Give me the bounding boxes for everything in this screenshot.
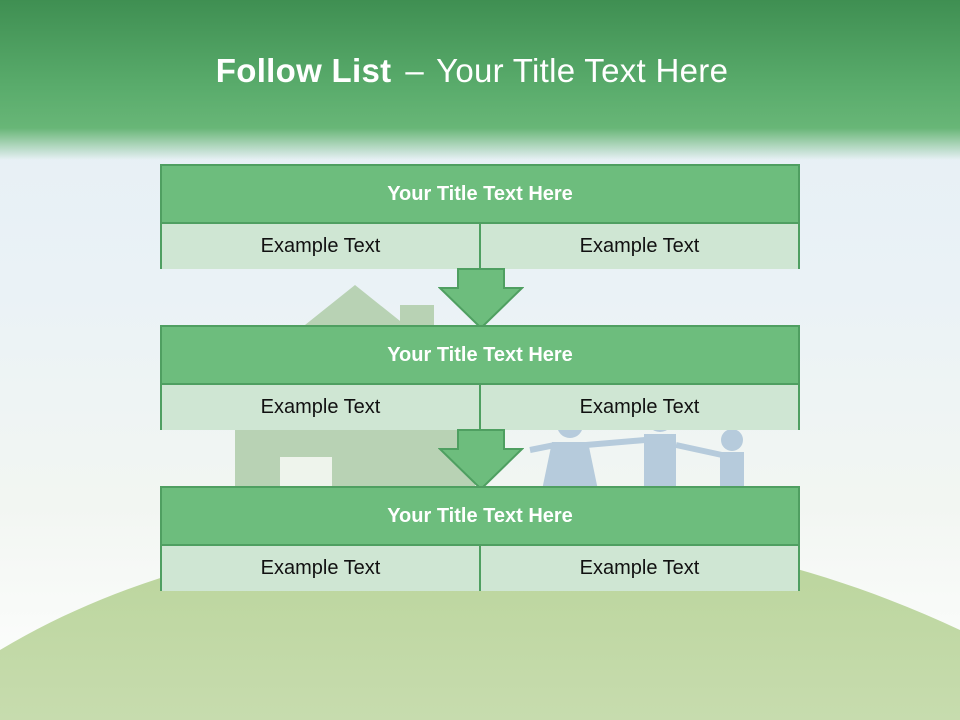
list-box-2: Your Title Text Here Example Text Exampl… (160, 325, 800, 430)
list-box-right-cell: Example Text (479, 546, 798, 591)
list-box-right-cell: Example Text (479, 385, 798, 430)
title-banner (0, 0, 960, 160)
list-box-title: Your Title Text Here (162, 166, 798, 224)
down-arrow-icon (438, 429, 524, 491)
list-box-1: Your Title Text Here Example Text Exampl… (160, 164, 800, 269)
list-box-left-cell: Example Text (162, 546, 479, 591)
list-box-title: Your Title Text Here (162, 488, 798, 546)
list-box-left-cell: Example Text (162, 224, 479, 269)
list-box-right-cell: Example Text (479, 224, 798, 269)
list-box-title: Your Title Text Here (162, 327, 798, 385)
list-box-3: Your Title Text Here Example Text Exampl… (160, 486, 800, 591)
list-box-left-cell: Example Text (162, 385, 479, 430)
down-arrow-icon (438, 268, 524, 330)
page-title: Follow List–Your Title Text Here (0, 52, 944, 90)
page-title-bold: Follow List (215, 52, 392, 89)
page-title-separator: – (405, 52, 425, 89)
page-title-rest: Your Title Text Here (436, 52, 729, 89)
